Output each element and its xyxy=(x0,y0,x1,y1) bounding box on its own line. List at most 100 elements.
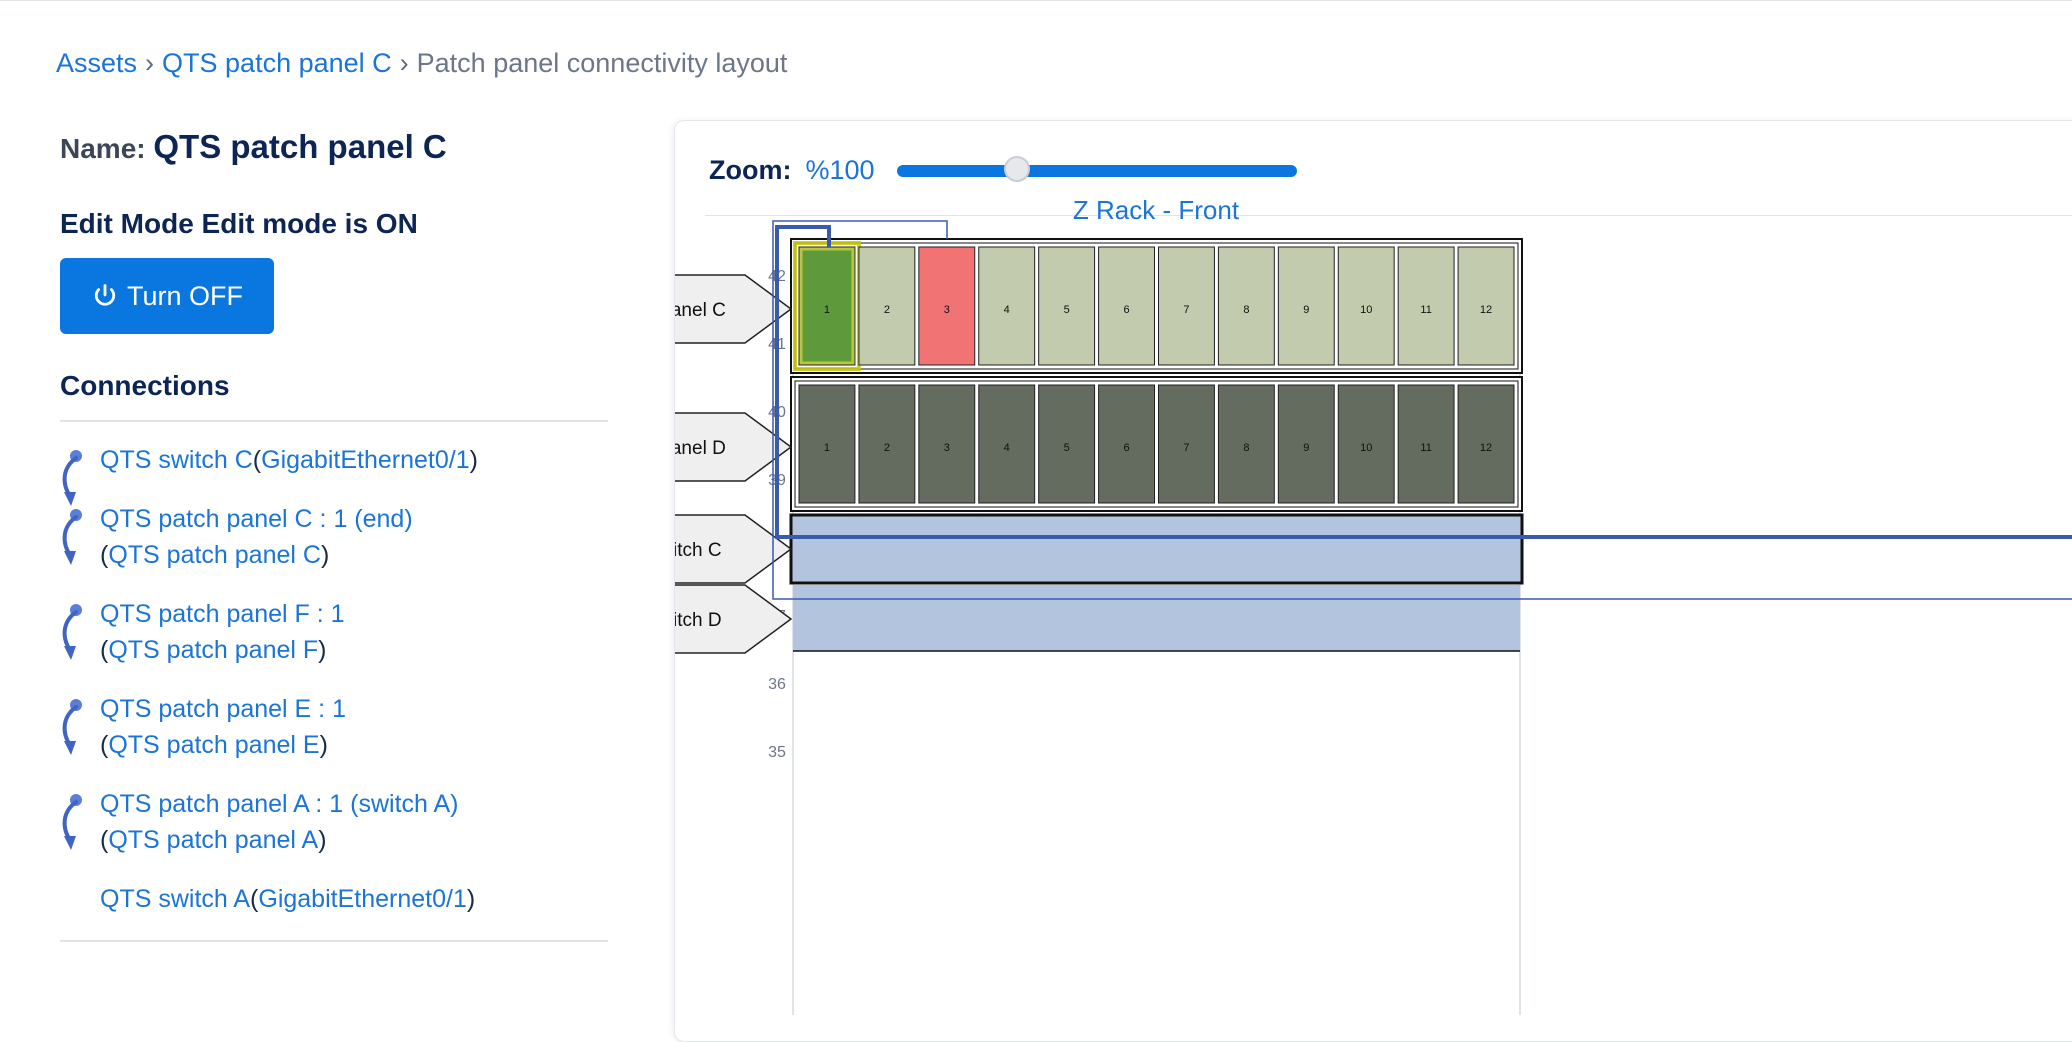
patch-port-label: 4 xyxy=(1004,304,1010,316)
asset-sidebar: Name: QTS patch panel C Edit Mode Edit m… xyxy=(60,128,608,942)
patch-port-label: 3 xyxy=(944,442,950,454)
patch-port-label: 7 xyxy=(1183,304,1189,316)
connections-title: Connections xyxy=(60,370,230,401)
patch-port[interactable] xyxy=(1397,246,1455,366)
zoom-slider-thumb[interactable] xyxy=(1003,155,1030,182)
switch-body[interactable] xyxy=(793,585,1520,651)
patch-port[interactable] xyxy=(978,384,1036,504)
connection-arrow-icon xyxy=(62,509,82,565)
connections-bottom-divider xyxy=(60,940,608,942)
connection-port-link[interactable]: QTS patch panel F xyxy=(108,636,319,664)
connection-paren: ( xyxy=(252,446,262,474)
turn-off-button[interactable]: Turn OFF xyxy=(60,258,274,334)
patch-port[interactable] xyxy=(1337,384,1395,504)
patch-port-label: 8 xyxy=(1243,442,1249,454)
patch-port[interactable] xyxy=(1457,384,1515,504)
connection-paren: ( xyxy=(100,731,109,759)
patch-port[interactable] xyxy=(1277,384,1335,504)
connection-arrow-icon xyxy=(62,794,82,850)
breadcrumb-separator: › xyxy=(145,48,155,78)
top-divider xyxy=(0,0,2072,1)
selected-port[interactable] xyxy=(799,247,855,365)
rack-diagram: Z Rack - Front42414039383736351234567891… xyxy=(675,195,2072,1015)
connection-paren: ) xyxy=(318,636,327,664)
patch-port-label: 4 xyxy=(1004,442,1010,454)
zoom-value: %100 xyxy=(805,155,875,185)
patch-port[interactable] xyxy=(978,246,1036,366)
zoom-label: Zoom: xyxy=(709,155,792,185)
asset-name-value: QTS patch panel C xyxy=(153,128,447,165)
edit-mode-row: Edit Mode Edit mode is ON xyxy=(60,208,608,240)
patch-port[interactable] xyxy=(1397,384,1455,504)
patch-port-label: 5 xyxy=(1064,442,1070,454)
device-label-tag[interactable] xyxy=(675,584,793,654)
edit-mode-label: Edit Mode xyxy=(60,208,194,239)
connection-paren: ( xyxy=(100,541,109,569)
breadcrumb: Assets›QTS patch panel C›Patch panel con… xyxy=(56,48,787,79)
patch-port-label: 2 xyxy=(884,304,890,316)
patch-port-label: 2 xyxy=(884,442,890,454)
connection-port-link[interactable]: QTS patch panel C xyxy=(108,541,321,569)
patch-port[interactable] xyxy=(858,246,916,366)
connection-item: QTS switch C(GigabitEthernet0/1) xyxy=(60,442,608,506)
connection-link[interactable]: QTS switch C xyxy=(100,446,253,474)
patch-port-label: 5 xyxy=(1064,304,1070,316)
device-label-tag[interactable] xyxy=(675,514,793,584)
device-label-tag[interactable] xyxy=(675,274,793,344)
connection-paren: ( xyxy=(250,885,259,913)
patch-port[interactable] xyxy=(918,246,976,366)
power-icon xyxy=(94,284,116,306)
patch-port[interactable] xyxy=(1217,384,1275,504)
patch-panel-inner-frame xyxy=(794,380,1519,508)
asset-name-row: Name: QTS patch panel C xyxy=(60,128,608,166)
zoom-slider[interactable] xyxy=(896,155,1297,182)
patch-port[interactable] xyxy=(1038,246,1096,366)
patch-port[interactable] xyxy=(1158,384,1215,504)
connection-link[interactable]: QTS patch panel E : 1 xyxy=(100,695,346,723)
patch-port-label: 3 xyxy=(944,304,950,316)
connection-port-link[interactable]: QTS patch panel E xyxy=(108,731,320,759)
patch-port[interactable] xyxy=(858,384,916,504)
connection-paren: ) xyxy=(319,731,328,759)
patch-port[interactable] xyxy=(918,384,976,504)
connections-list: QTS switch C(GigabitEthernet0/1)QTS patc… xyxy=(60,442,608,917)
connection-item: QTS patch panel A : 1 (switch A) (QTS pat… xyxy=(60,786,608,858)
patch-port-label: 9 xyxy=(1303,304,1309,316)
patch-port-label: 12 xyxy=(1480,304,1492,316)
patch-port-label: 1 xyxy=(824,442,830,454)
patch-port[interactable] xyxy=(1277,246,1335,366)
device-label: QTS patch panel C xyxy=(675,300,726,321)
device-label-tag[interactable] xyxy=(675,412,793,482)
patch-port[interactable] xyxy=(1098,384,1156,504)
connection-paren: ) xyxy=(318,826,327,854)
patch-port[interactable] xyxy=(798,384,856,504)
patch-port[interactable] xyxy=(1217,246,1275,366)
patch-port[interactable] xyxy=(1337,246,1395,366)
patch-port[interactable] xyxy=(1098,246,1156,366)
connection-port-link[interactable]: GigabitEthernet0/1 xyxy=(261,446,470,474)
rack-title: Z Rack - Front xyxy=(1073,195,1240,225)
connection-arrow-icon xyxy=(62,604,82,660)
patch-port[interactable] xyxy=(1457,246,1515,366)
device-label: QTS switch D xyxy=(675,610,722,631)
breadcrumb-assets-link[interactable]: Assets xyxy=(56,48,138,78)
patch-port-label: 10 xyxy=(1360,442,1372,454)
connection-link[interactable]: QTS patch panel A : 1 (switch A) xyxy=(100,790,459,818)
connection-port-link[interactable]: GigabitEthernet0/1 xyxy=(258,885,467,913)
edit-mode-status: Edit mode is ON xyxy=(201,208,418,239)
connection-link[interactable]: QTS patch panel F : 1 xyxy=(100,600,345,628)
switch-body[interactable] xyxy=(789,513,1524,585)
patch-port-label: 7 xyxy=(1183,442,1189,454)
patch-port-label: 12 xyxy=(1480,442,1492,454)
breadcrumb-panel-link[interactable]: QTS patch panel C xyxy=(162,48,392,78)
patch-port[interactable] xyxy=(1038,384,1096,504)
rack-unit-label: 36 xyxy=(768,676,786,693)
connection-link[interactable]: QTS switch A xyxy=(100,885,251,913)
connection-paren: ( xyxy=(100,826,109,854)
connection-paren: ( xyxy=(100,636,109,664)
rack-layout-panel: Zoom: %100 Z Rack - Front424140393837363… xyxy=(674,120,2072,1042)
patch-port[interactable] xyxy=(1158,246,1215,366)
zoom-control: Zoom: %100 xyxy=(709,155,1297,186)
connection-port-link[interactable]: QTS patch panel A xyxy=(108,826,319,854)
connection-link[interactable]: QTS patch panel C : 1 (end) xyxy=(100,505,413,533)
